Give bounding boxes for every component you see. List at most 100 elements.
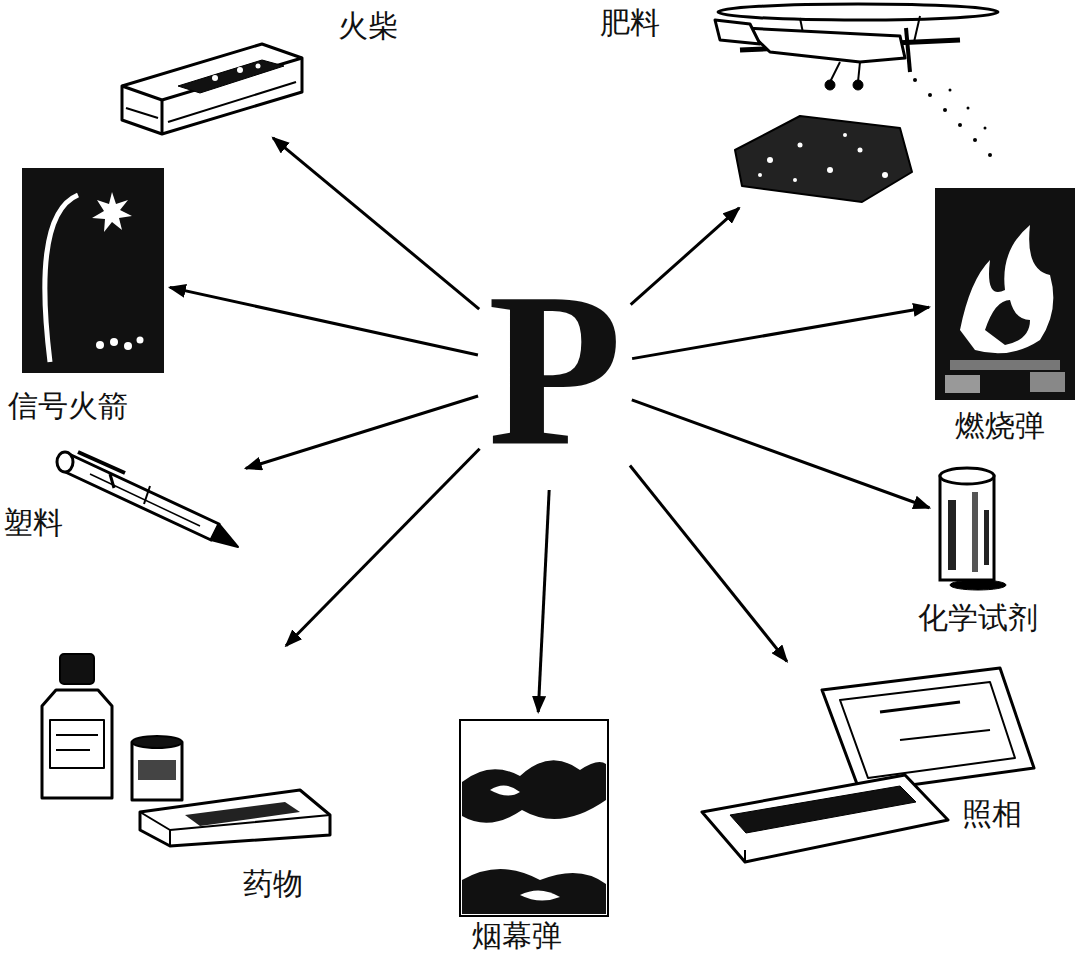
use-arrow	[246, 396, 478, 468]
photography-picture-part	[702, 775, 948, 862]
photography-picture-part	[822, 668, 1034, 792]
medicine-picture-part	[169, 830, 171, 846]
use-item: 塑料	[55, 450, 240, 548]
medicine-picture-part	[185, 802, 300, 826]
reagent-beaker-picture-part	[984, 510, 989, 565]
null-part-part	[124, 342, 132, 350]
incendiary-bomb-picture	[935, 188, 1075, 400]
crop-duster-picture-part	[853, 80, 863, 90]
reagent-beaker-picture-part	[940, 476, 994, 580]
smoke-screen-picture-part	[490, 785, 520, 795]
null-part-part	[767, 157, 773, 163]
photography-picture-part	[900, 730, 990, 740]
crop-duster-picture-part	[715, 20, 760, 44]
item-label: 照相	[962, 796, 1022, 832]
null-part-part	[827, 167, 833, 173]
incendiary-bomb-picture-part	[945, 375, 980, 393]
null-part-part	[984, 127, 987, 130]
crop-duster-picture	[715, 4, 998, 202]
plastic-pen-picture-part	[61, 454, 219, 540]
null-part-part	[858, 148, 863, 153]
use-item: 照相	[700, 666, 1040, 864]
photography-picture-part	[880, 702, 960, 712]
photography-picture-part	[840, 682, 1015, 778]
crop-duster-picture-part	[825, 80, 835, 90]
null-part-part	[843, 133, 847, 137]
photography-picture-part	[744, 850, 746, 862]
incendiary-bomb-picture-part	[960, 225, 1053, 353]
use-arrow	[170, 287, 478, 355]
medicine-picture-part	[140, 790, 330, 846]
use-item: 信号火箭	[22, 168, 164, 373]
smoke-screen-picture-part	[460, 720, 608, 916]
matchbox-picture-part	[178, 60, 284, 93]
null-part-part	[110, 338, 118, 346]
signal-rocket-picture-part	[22, 168, 164, 373]
smoke-screen-picture-part	[462, 869, 606, 914]
crop-duster-picture-part	[830, 62, 840, 82]
use-arrow	[538, 490, 549, 712]
plastic-pen-picture-part	[211, 524, 238, 547]
photography-picture	[702, 668, 1034, 862]
item-label: 化学试剂	[918, 600, 1038, 636]
use-arrow	[632, 400, 930, 508]
use-item: 化学试剂	[935, 455, 1005, 590]
use-item: 燃烧弹	[935, 188, 1075, 400]
use-item: 火柴	[118, 38, 303, 134]
null-part-part	[882, 172, 888, 178]
matchbox-picture-part	[237, 67, 243, 73]
matchbox-picture	[122, 44, 302, 134]
matchbox-picture-part	[212, 75, 218, 81]
matchbox-picture-part	[122, 58, 302, 100]
signal-rocket-picture-part	[92, 192, 132, 232]
incendiary-bomb-picture-part	[1030, 372, 1065, 392]
null-part-part	[913, 78, 917, 82]
matchbox-picture-part	[126, 108, 158, 118]
null-part-part	[798, 143, 803, 148]
plastic-pen-picture-part	[57, 452, 73, 472]
medicine-picture-part	[42, 690, 112, 798]
signal-rocket-picture-part	[45, 195, 78, 362]
plastic-pen-picture-part	[90, 474, 200, 526]
null-part-part	[958, 123, 962, 127]
use-arrow	[286, 449, 480, 646]
null-part-part	[928, 93, 932, 97]
element-letter: P	[484, 260, 626, 480]
medicine-picture-part	[56, 749, 90, 751]
null-part-part	[758, 173, 762, 177]
use-arrow	[631, 208, 739, 305]
incendiary-bomb-picture-part	[950, 360, 1060, 370]
photography-picture-part	[730, 786, 916, 833]
use-item: 烟幕弹	[458, 718, 608, 918]
use-arrow	[630, 466, 787, 662]
crop-duster-picture-part	[718, 4, 998, 20]
smoke-screen-picture	[460, 720, 608, 916]
incendiary-bomb-picture-part	[935, 188, 1075, 400]
null-part	[758, 133, 888, 182]
use-arrow	[632, 307, 929, 358]
reagent-beaker-picture-part	[972, 492, 978, 572]
crop-duster-picture-part	[858, 62, 860, 82]
smoke-screen-picture-part	[520, 890, 560, 900]
reagent-beaker-picture-part	[940, 468, 994, 484]
item-label: 药物	[243, 866, 303, 902]
null-part-part	[973, 138, 977, 142]
medicine-picture-part	[56, 734, 98, 736]
crop-duster-picture-part	[906, 28, 910, 72]
item-label: 火柴	[338, 8, 398, 44]
null-part-part	[949, 89, 952, 92]
null-part	[96, 337, 144, 351]
null-part-part	[943, 108, 947, 112]
matchbox-picture-part	[256, 64, 261, 69]
plastic-pen-picture-part	[78, 452, 125, 473]
item-label: 燃烧弹	[955, 408, 1045, 444]
use-item: 药物	[38, 650, 333, 846]
reagent-beaker-picture-part	[948, 500, 956, 570]
crop-duster-picture-part	[914, 16, 920, 42]
item-label: 烟幕弹	[472, 918, 562, 954]
incendiary-bomb-picture-part	[985, 300, 1030, 345]
plastic-pen-picture	[57, 452, 238, 547]
null-part-part	[988, 153, 992, 157]
medicine-picture-part	[132, 736, 182, 748]
